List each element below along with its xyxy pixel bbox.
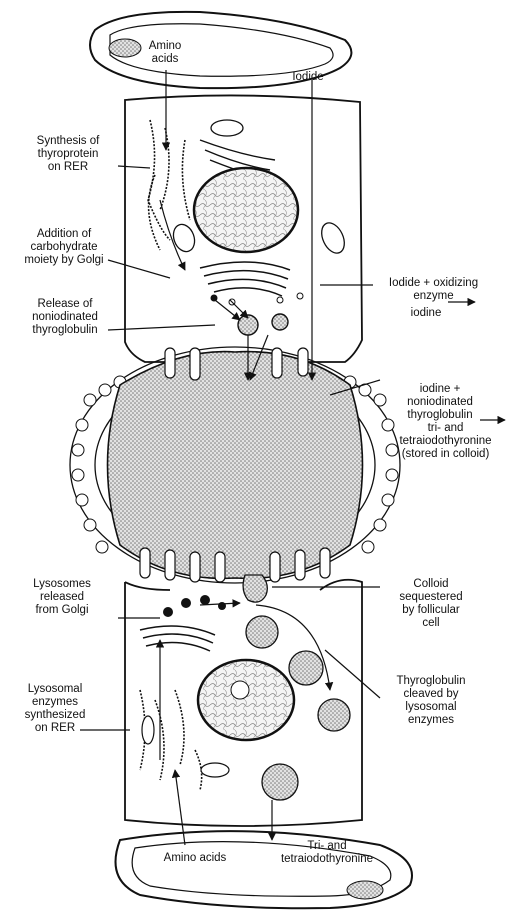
label-tri-tetra-bottom: Tri- and tetraiodothyronine xyxy=(262,840,392,866)
label-amino-acids-top: Amino acids xyxy=(130,40,200,66)
label-synthesis-thyroprotein: Synthesis of thyroprotein on RER xyxy=(18,135,118,174)
upper-follicular-cell xyxy=(125,95,362,362)
label-release-thyroglobulin: Release of noniodinated thyroglobulin xyxy=(15,298,115,337)
label-colloid-sequestered: Colloid sequestered by follicular cell xyxy=(376,578,486,630)
label-lysosomes-released: Lysosomes released from Golgi xyxy=(12,578,112,617)
label-addition-carbohydrate: Addition of carbohydrate moiety by Golgi xyxy=(10,228,118,267)
label-lysosomal-enzymes: Lysosomal enzymes synthesized on RER xyxy=(10,683,100,735)
label-iodide-oxidizing: Iodide + oxidizing enzyme xyxy=(376,277,491,303)
label-iodide-top: Iodide xyxy=(278,71,338,84)
label-thyroglobulin-cleaved: Thyroglobulin cleaved by lysosomal enzym… xyxy=(372,675,490,727)
label-iodine: iodine xyxy=(396,307,456,320)
colloid-lumen xyxy=(108,348,363,602)
label-amino-acids-bottom: Amino acids xyxy=(145,852,245,865)
label-iodine-noniodinated: iodine + noniodinated thyroglobulin xyxy=(390,383,490,422)
label-tri-tetra-stored: tri- and tetraiodothyronine (stored in c… xyxy=(388,422,503,461)
